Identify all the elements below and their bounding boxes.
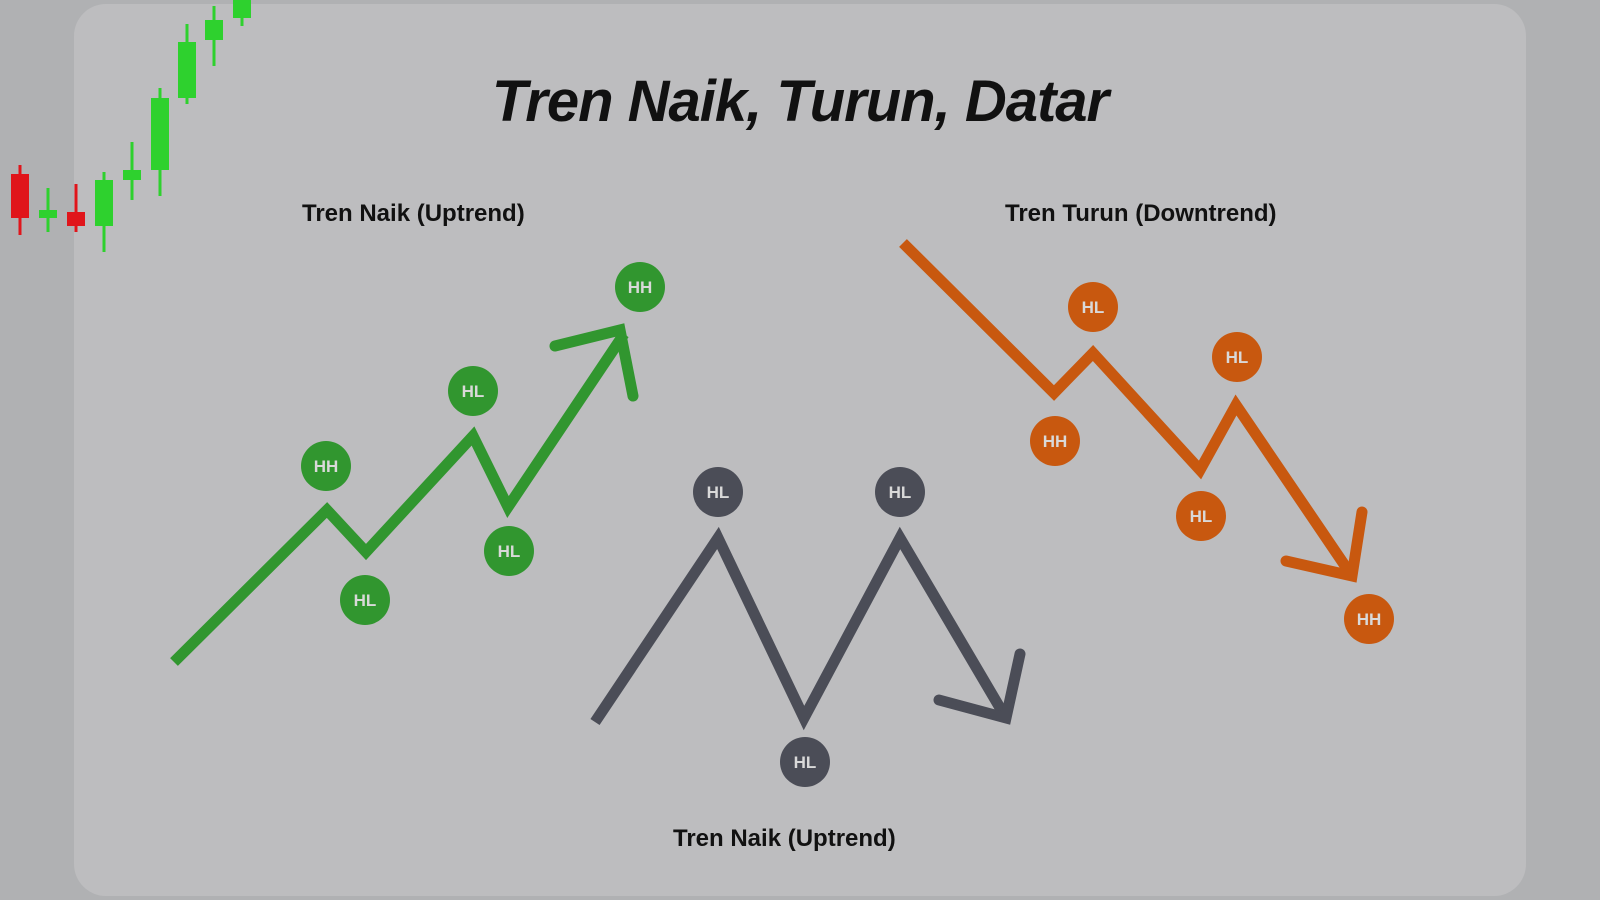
marker-label: HH bbox=[1043, 432, 1068, 451]
uptrend-label: Tren Naik (Uptrend) bbox=[302, 200, 525, 227]
uptrend-diagram: HH HL HL HL HH bbox=[170, 262, 665, 666]
downtrend-marker-hh: HH bbox=[1030, 416, 1080, 466]
candlestick bbox=[123, 142, 141, 200]
sideways-marker-hl: HL bbox=[780, 737, 830, 787]
downtrend-arrow-line bbox=[899, 239, 1357, 580]
marker-circle bbox=[615, 262, 665, 312]
sideways-label: Tren Naik (Uptrend) bbox=[673, 825, 896, 852]
uptrend-marker-hl: HL bbox=[484, 526, 534, 576]
sideways-arrow-line bbox=[590, 526, 1011, 731]
marker-circle bbox=[484, 526, 534, 576]
marker-label: HL bbox=[1190, 507, 1213, 526]
candle-body bbox=[151, 98, 169, 170]
downtrend-diagram: HL HL HH HL HH bbox=[899, 239, 1394, 644]
marker-circle bbox=[780, 737, 830, 787]
marker-label: HL bbox=[794, 753, 817, 772]
downtrend-marker-hl: HL bbox=[1068, 282, 1118, 332]
marker-circle bbox=[1068, 282, 1118, 332]
marker-circle bbox=[875, 467, 925, 517]
marker-circle bbox=[693, 467, 743, 517]
uptrend-marker-hl: HL bbox=[448, 366, 498, 416]
marker-label: HL bbox=[462, 382, 485, 401]
downtrend-arrowhead bbox=[1280, 506, 1368, 583]
marker-circle bbox=[1344, 594, 1394, 644]
marker-circle bbox=[448, 366, 498, 416]
candlestick bbox=[178, 24, 196, 104]
candlestick bbox=[11, 165, 29, 235]
marker-label: HL bbox=[889, 483, 912, 502]
downtrend-marker-hl: HL bbox=[1176, 491, 1226, 541]
marker-label: HL bbox=[354, 591, 377, 610]
uptrend-marker-hh: HH bbox=[301, 441, 351, 491]
uptrend-marker-hl: HL bbox=[340, 575, 390, 625]
page-title: Tren Naik, Turun, Datar bbox=[491, 69, 1109, 134]
candlestick bbox=[233, 0, 251, 26]
marker-circle bbox=[340, 575, 390, 625]
candle-body bbox=[67, 212, 85, 226]
marker-label: HH bbox=[1357, 610, 1382, 629]
candlestick bbox=[205, 6, 223, 66]
sideways-marker-hl: HL bbox=[875, 467, 925, 517]
downtrend-label: Tren Turun (Downtrend) bbox=[1005, 200, 1277, 227]
marker-label: HH bbox=[314, 457, 339, 476]
uptrend-arrow-line bbox=[170, 330, 629, 666]
marker-label: HL bbox=[707, 483, 730, 502]
downtrend-marker-hh: HH bbox=[1344, 594, 1394, 644]
sideways-arrowhead bbox=[933, 648, 1026, 725]
candle-body bbox=[233, 0, 251, 18]
marker-label: HH bbox=[628, 278, 653, 297]
marker-circle bbox=[1176, 491, 1226, 541]
candle-body bbox=[95, 180, 113, 226]
uptrend-marker-hh: HH bbox=[615, 262, 665, 312]
candle-body bbox=[39, 210, 57, 218]
sideways-diagram: HL HL HL bbox=[590, 467, 1026, 787]
downtrend-marker-hl: HL bbox=[1212, 332, 1262, 382]
marker-circle bbox=[1030, 416, 1080, 466]
candlestick bbox=[95, 172, 113, 252]
uptrend-arrowhead bbox=[549, 323, 639, 402]
candle-body bbox=[205, 20, 223, 40]
marker-label: HL bbox=[1082, 298, 1105, 317]
candle-body bbox=[11, 174, 29, 218]
marker-circle bbox=[301, 441, 351, 491]
marker-label: HL bbox=[1226, 348, 1249, 367]
candlestick bbox=[39, 188, 57, 232]
marker-label: HL bbox=[498, 542, 521, 561]
marker-circle bbox=[1212, 332, 1262, 382]
candle-body bbox=[178, 42, 196, 98]
candlestick bbox=[67, 184, 85, 232]
candlestick bbox=[151, 88, 169, 196]
candle-body bbox=[123, 170, 141, 180]
sideways-marker-hl: HL bbox=[693, 467, 743, 517]
